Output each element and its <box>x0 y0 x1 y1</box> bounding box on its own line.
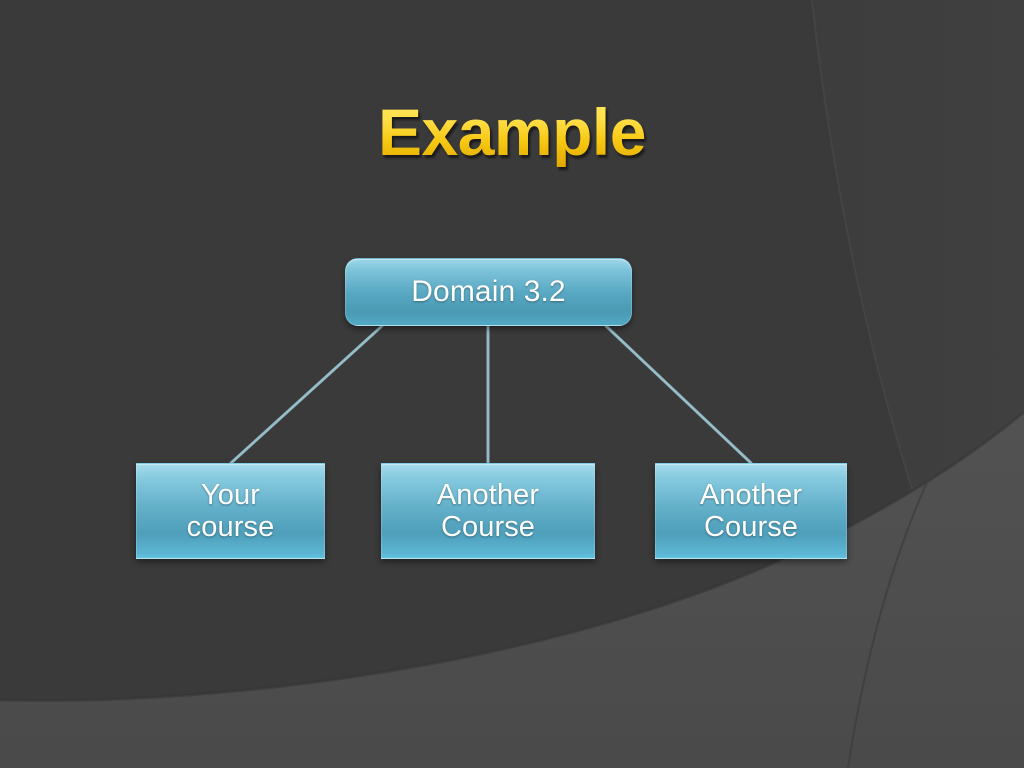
diagram-node-label: Your course <box>186 478 275 543</box>
diagram-node-another-course-1[interactable]: Another Course <box>381 463 595 559</box>
page-title: Example <box>0 97 1024 167</box>
diagram-node-another-course-2[interactable]: Another Course <box>655 463 847 559</box>
diagram-node-label: Another Course <box>699 478 803 543</box>
diagram-node-root-label: Domain 3.2 <box>411 275 566 309</box>
diagram-node-your-course[interactable]: Your course <box>136 463 325 559</box>
diagram-node-root[interactable]: Domain 3.2 <box>345 258 632 326</box>
diagram-node-label: Another Course <box>436 478 540 543</box>
